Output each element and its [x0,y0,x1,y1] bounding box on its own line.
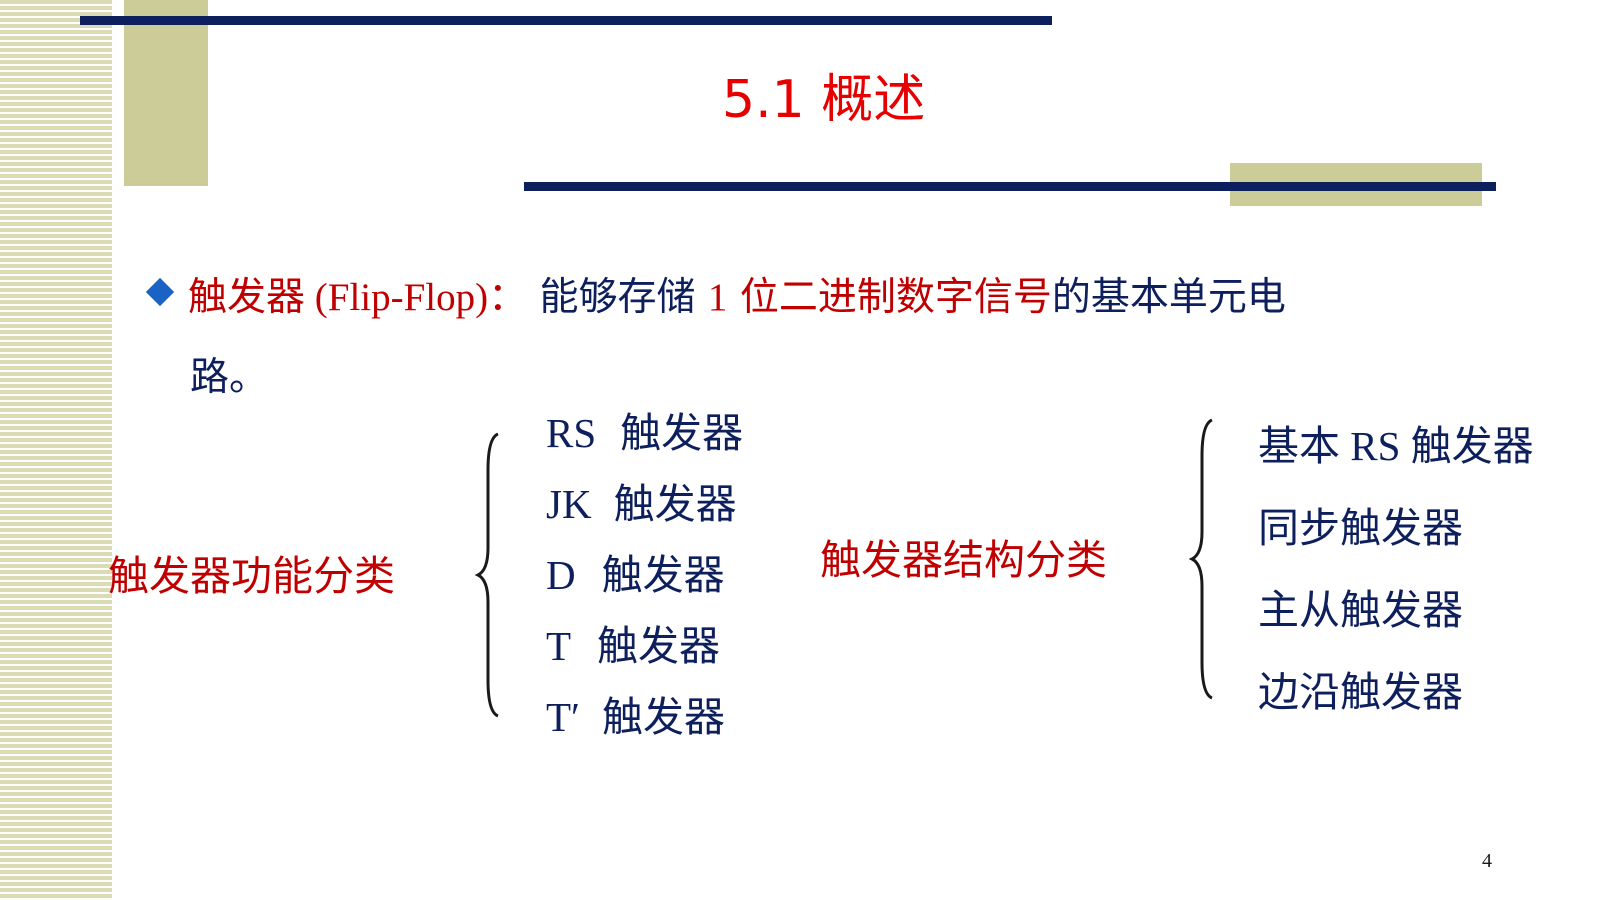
function-item-name: 触发器 [613,480,737,528]
striped-margin-decoration [0,0,112,900]
structure-item-prefix: 基本 [1258,422,1340,470]
navy-rule-top [80,16,1052,25]
structure-group-brace [1188,418,1213,700]
structure-item-code: RS [1340,423,1411,469]
definition-text-post: 的基本单元电 [1051,275,1286,320]
function-item-name: 触发器 [601,551,725,599]
function-item-t-prime: T′触发器 [546,697,725,738]
function-item-code: T [546,623,572,669]
function-item-code: JK [546,481,592,527]
definition-continuation: 路。 [190,355,269,400]
khaki-block-top [124,0,208,186]
page-number: 4 [1482,850,1492,872]
function-item-name: 触发器 [597,622,721,670]
structure-item-basic-rs: 基本 RS 触发器 [1258,426,1534,467]
function-item-code: D [546,552,576,598]
definition-term-en: (Flip-Flop)： [305,276,528,319]
function-group-label: 触发器功能分类 [108,552,395,600]
function-item-name: 触发器 [620,409,744,457]
function-item-name: 触发器 [602,693,726,741]
function-group-brace [474,432,499,718]
diamond-bullet-icon [145,277,175,307]
structure-group-label: 触发器结构分类 [820,536,1107,584]
slide-title: 5.1 概述 [722,70,926,130]
structure-item-synchronous: 同步触发器 [1258,504,1463,552]
definition-line: 触发器 (Flip-Flop)： 能够存储 1 位二进制数字信号的基本单元电 [145,275,1286,322]
structure-item-master-slave: 主从触发器 [1258,586,1463,634]
function-item-code: RS [546,410,597,456]
definition-highlight: 位二进制数字信号 [727,275,1052,320]
definition-text-pre: 能够存储 [527,275,708,320]
navy-rule-bottom [524,182,1496,191]
structure-item-name: 触发器 [1410,422,1534,470]
definition-number: 1 [707,276,728,319]
structure-item-edge: 边沿触发器 [1258,668,1463,716]
definition-term: 触发器 [188,275,306,320]
function-item-code: T′ [546,694,581,740]
